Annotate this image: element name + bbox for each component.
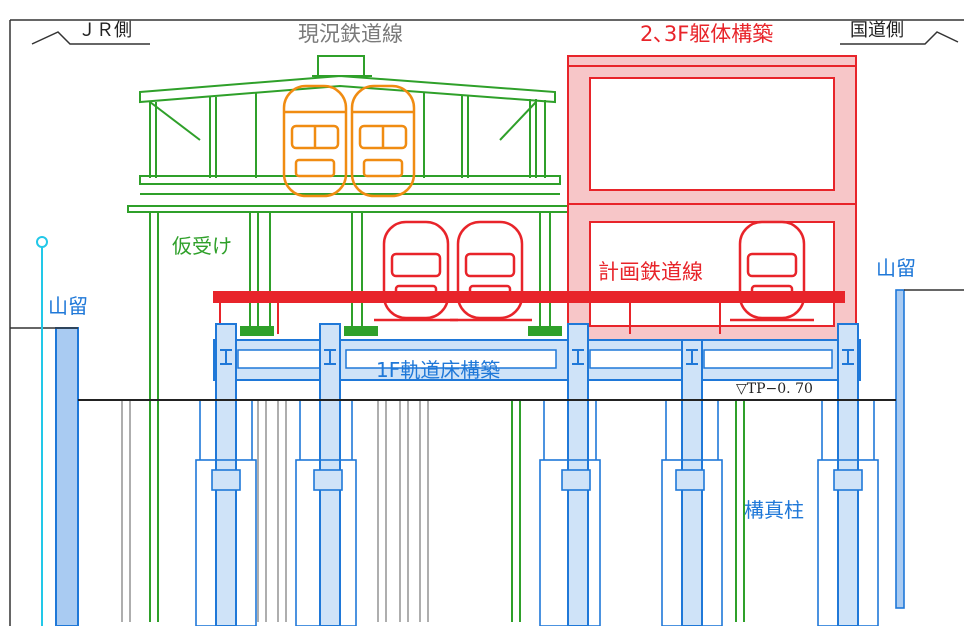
- planned-line-label: 計画鉄道線: [598, 260, 703, 284]
- track-bed-slab: [213, 339, 861, 381]
- national-road-side-label: 国道側: [850, 20, 904, 41]
- temporary-support-label: 仮受け: [172, 234, 232, 258]
- existing-train-2: [350, 84, 416, 198]
- i-beam-icon: [220, 349, 854, 365]
- retaining-left-label: 山留: [48, 294, 88, 318]
- jr-side-marker: [31, 31, 150, 45]
- road-side-marker: [840, 31, 959, 45]
- planned-train-1: [374, 220, 458, 322]
- column-label: 構真柱: [744, 498, 804, 522]
- survey-post: [36, 236, 48, 626]
- green-column-caps: [240, 326, 562, 336]
- planned-train-2: [450, 220, 532, 322]
- planned-train-3: [730, 220, 814, 322]
- pile-cages: [195, 400, 879, 626]
- retaining-wall-left: [10, 327, 79, 626]
- frame-border: [9, 19, 964, 626]
- existing-train-1: [282, 84, 348, 198]
- temporary-support-structure: [127, 55, 745, 622]
- retaining-right-label: 山留: [876, 256, 916, 280]
- new-frame-2-3f: [567, 55, 857, 357]
- old-piles: [121, 400, 429, 622]
- track-bed-label: 1F軌道床構築: [376, 358, 501, 382]
- jr-side-label: ＪＲ側: [78, 20, 132, 41]
- planned-deck-beam: [213, 291, 845, 334]
- frame-construction-label: 2､3F躯体構築: [640, 22, 774, 46]
- ground-level-label: ▽TP−0. 70: [736, 381, 813, 397]
- existing-line-label: 現況鉄道線: [298, 22, 403, 46]
- retaining-wall-right: [895, 289, 964, 609]
